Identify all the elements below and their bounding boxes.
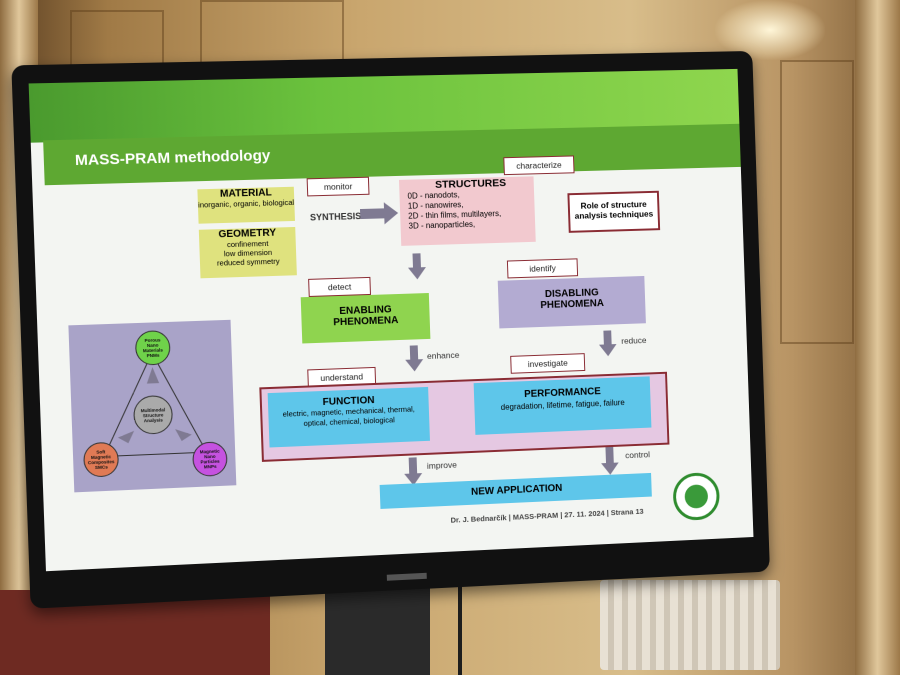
enhance-arrow-shaft (409, 345, 419, 360)
wall-panel (780, 60, 854, 344)
right-column (855, 0, 900, 675)
geometry-box: GEOMETRY confinement low dimension reduc… (198, 226, 297, 279)
radiator (600, 580, 780, 670)
geometry-line: reduced symmetry (216, 256, 280, 268)
footer-date: 27. 11. 2024 (564, 508, 605, 520)
reduce-arrow-head (599, 344, 617, 357)
footer-author: Dr. J. Bednarčík (450, 513, 507, 525)
display-monitor: MASS-PRAM methodology MATERIAL inorganic… (11, 50, 770, 609)
synthesis-label: SYNTHESIS (309, 211, 362, 223)
pnm-node-text: PNMs (146, 352, 160, 359)
wall-panel (200, 0, 344, 64)
slide-title: MASS-PRAM methodology (74, 147, 271, 170)
material-subtitle: inorganic, organic, biological (197, 197, 295, 210)
triangle-lines (68, 320, 236, 493)
disabling-box: DISABLING PHENOMENA (497, 275, 646, 329)
mnp-node-text: MNPs (203, 463, 217, 470)
chandelier (715, 0, 825, 60)
characterize-tag: characterize (503, 155, 575, 176)
monitor-tag: monitor (306, 176, 370, 197)
university-seal (672, 471, 721, 522)
role-line: analysis techniques (574, 208, 654, 221)
identify-tag: identify (506, 258, 579, 279)
arrow-shaft (412, 253, 421, 268)
control-arrow-shaft (605, 446, 614, 464)
arrow-head (408, 267, 427, 280)
monitor-logo (386, 572, 427, 581)
function-box: FUNCTION electric, magnetic, mechanical,… (267, 386, 430, 448)
synthesis-arrow-head (383, 201, 399, 225)
footer-separator: | (508, 512, 511, 522)
detect-tag: detect (308, 276, 371, 297)
triangle-diagram: Porous Nano Materials PNMs Multimodal St… (68, 319, 237, 493)
seal-emblem (684, 484, 709, 509)
smc-node-text: SMCs (94, 464, 108, 471)
footer-page: Strana 13 (610, 506, 644, 518)
slide-screen: MASS-PRAM methodology MATERIAL inorganic… (28, 68, 754, 572)
improve-arrow-shaft (408, 457, 418, 474)
material-box: MATERIAL inorganic, organic, biological (197, 186, 295, 224)
control-arrow-head (601, 462, 620, 476)
reduce-arrow-shaft (603, 330, 612, 345)
footer-separator: | (560, 510, 563, 520)
synthesis-arrow-shaft (359, 208, 385, 220)
power-cable (458, 570, 462, 675)
reduce-label: reduce (621, 335, 647, 346)
multimodal-node-text: Analysis (143, 416, 163, 423)
improve-label: improve (426, 459, 458, 471)
structures-box: STRUCTURES 0D - nanodots, 1D - nanowires… (398, 176, 536, 246)
role-box: Role of structure analysis techniques (567, 190, 661, 233)
footer-project: MASS-PRAM (512, 510, 559, 522)
slide-footer: Dr. J. Bednarčík | MASS-PRAM | 27. 11. 2… (450, 507, 643, 525)
performance-box: PERFORMANCE degradation, lifetime, fatig… (473, 376, 652, 435)
footer-separator: | (606, 508, 609, 518)
enabling-box: ENABLING PHENOMENA (300, 292, 431, 344)
enhance-label: enhance (426, 349, 460, 361)
control-label: control (625, 449, 651, 461)
investigate-tag: investigate (510, 353, 586, 374)
enhance-arrow-head (405, 359, 424, 372)
